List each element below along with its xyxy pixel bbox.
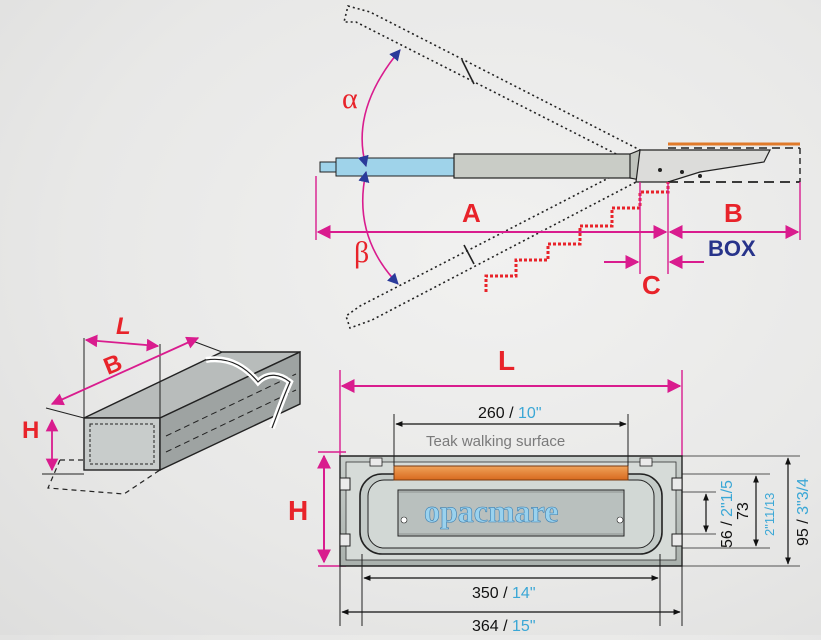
section-length-label: L bbox=[498, 345, 515, 376]
box-height-label: H bbox=[22, 417, 39, 444]
dimension-a-label: A bbox=[462, 198, 481, 228]
dim-260-mm: 260 / bbox=[478, 405, 518, 422]
dim-350-in: 14" bbox=[512, 585, 535, 602]
dim-260-in: 10" bbox=[518, 405, 541, 422]
alpha-label: α bbox=[342, 82, 358, 115]
section-height-label: H bbox=[288, 495, 308, 526]
dim-260: 260 / 10" bbox=[478, 405, 542, 422]
raised-position-outline bbox=[342, 5, 642, 161]
dim-364: 364 / 15" bbox=[472, 618, 536, 635]
gangway-side-view: α β A B C BOX bbox=[315, 5, 801, 330]
dim-350-mm: 350 / bbox=[472, 585, 512, 602]
dim-73-in: 2"11/13 bbox=[762, 493, 777, 536]
cross-section bbox=[317, 370, 800, 626]
dim-95-mm: 95 / bbox=[795, 515, 812, 546]
dim-364-mm: 364 / bbox=[472, 618, 512, 635]
box-breadth-label: B bbox=[100, 349, 126, 381]
brand-name: opacmare bbox=[424, 493, 558, 529]
dimension-c-label: C bbox=[642, 270, 661, 300]
box-length-label: L bbox=[116, 313, 131, 340]
dim-56: 56 / 2"1/5 bbox=[719, 480, 736, 548]
dim-364-in: 15" bbox=[512, 618, 535, 635]
beta-label: β bbox=[354, 236, 369, 269]
dimension-b-label: B bbox=[724, 198, 743, 228]
dim-56-in: 2"1/5 bbox=[719, 480, 736, 517]
lowered-position-outline bbox=[345, 167, 642, 330]
dim-56-mm: 56 / bbox=[719, 517, 736, 548]
dim-95-in: 3"3/4 bbox=[795, 478, 812, 515]
teak-surface-caption: Teak walking surface bbox=[426, 433, 565, 450]
dim-350: 350 / 14" bbox=[472, 585, 536, 602]
dim-73: 73 bbox=[735, 502, 752, 520]
dim-95: 95 / 3"3/4 bbox=[795, 478, 812, 546]
box-label: BOX bbox=[708, 236, 756, 261]
dimension-lines-ab bbox=[315, 176, 801, 274]
box-sketch bbox=[42, 334, 301, 495]
gangway-horizontal bbox=[319, 142, 801, 183]
